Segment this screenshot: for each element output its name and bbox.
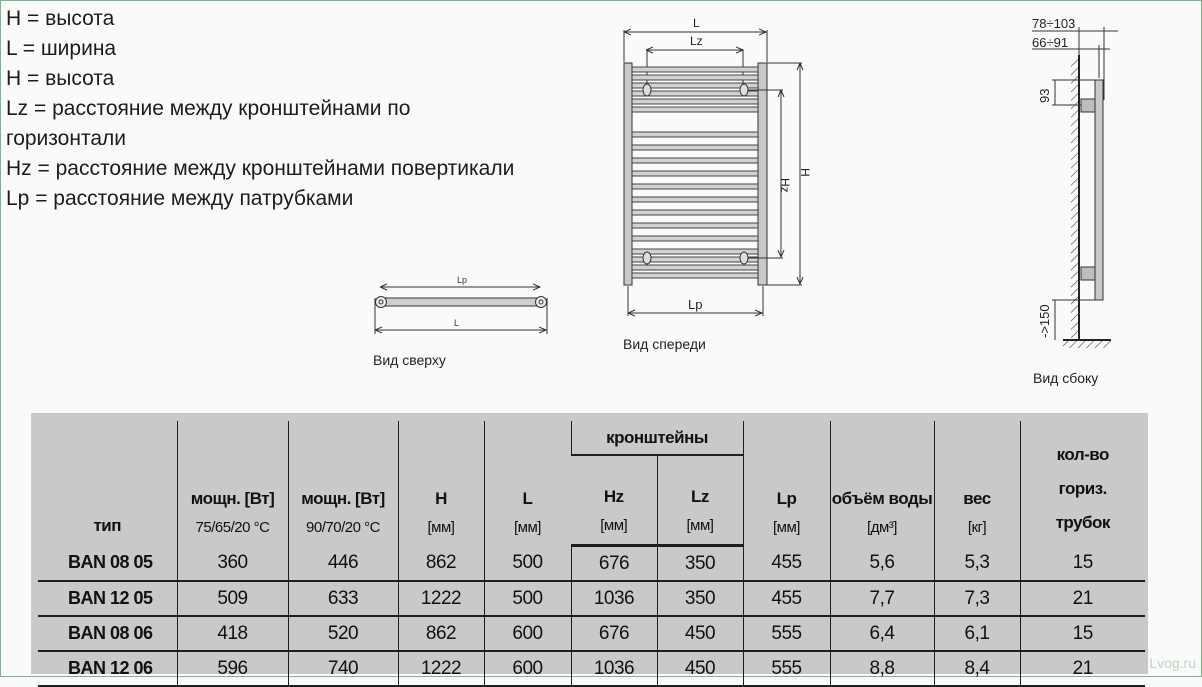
cell-l: 500 [483,581,571,617]
svg-text:Lz: Lz [690,34,703,48]
header-hz: Hz [мм] [571,455,657,547]
cell-lp: 455 [742,545,830,582]
legend: H = высота L = ширина H = высота Lz = ра… [6,4,606,214]
svg-text:Hz: Hz [778,178,792,193]
front-view-diagram: L Lz [623,16,812,316]
cell-h: 862 [397,616,484,652]
cell-lp: 555 [742,616,830,652]
top-view-caption: Вид сверху [373,352,446,368]
cell-power1: 596 [176,651,288,687]
cell-volume: 6,4 [829,616,934,652]
cell-tubes: 15 [1019,545,1145,582]
legend-line-hz: Hz = расстояние между кронштейнами повер… [6,157,515,180]
legend-line-l: L = ширина [6,37,117,60]
svg-text:78÷103: 78÷103 [1032,16,1075,31]
header-h: H [мм] [397,421,484,546]
svg-text:Lp: Lp [688,297,702,312]
top-view-lp-label: Lp [457,275,467,285]
cell-volume: 7,7 [829,581,934,617]
svg-text:L: L [693,16,700,30]
front-view-caption: Вид спереди [623,336,706,352]
svg-text:93: 93 [1037,89,1052,103]
cell-type: BAN 08 06 [38,616,177,652]
svg-text:H: H [798,168,812,177]
cell-weight: 7,3 [933,581,1020,617]
table-row: BAN 12 06 596 740 1222 600 1036 450 555 … [38,651,1145,687]
cell-type: BAN 08 05 [38,545,177,582]
cell-l: 500 [483,545,571,582]
cell-power2: 740 [287,651,398,687]
cell-lz: 350 [656,581,743,617]
cell-lz: 450 [656,651,743,687]
side-view-diagram: 78÷103 66÷91 93 ->150 [1032,16,1118,348]
table-row: BAN 08 06 418 520 862 600 676 450 555 6,… [38,616,1145,652]
legend-line-lp: Lp = расстояние между патрубками [6,187,354,210]
cell-power1: 360 [176,545,288,582]
header-lz: Lz [мм] [656,455,743,547]
cell-hz: 676 [570,545,657,582]
cell-lz: 450 [656,616,743,652]
cell-type: BAN 12 05 [38,581,177,617]
cell-h: 1222 [397,581,484,617]
specs-table-panel: тип мощн. [Вт] 75/65/20 °C мощн. [Вт] 90… [31,413,1148,687]
header-tube-count: кол-во гориз. трубок [1019,421,1145,546]
header-type: тип [93,515,122,535]
cell-tubes: 21 [1019,651,1145,687]
cell-volume: 8,8 [829,651,934,687]
cell-power2: 446 [287,545,398,582]
legend-line-h2: H = высота [6,67,115,90]
cell-hz: 676 [570,616,657,652]
cell-weight: 6,1 [933,616,1020,652]
header-water-volume: объём воды [дм³] [829,421,934,546]
legend-line-h: H = высота [6,7,115,30]
cell-lz: 350 [656,545,743,582]
svg-text:L: L [454,318,459,328]
table-row: BAN 12 05 509 633 1222 500 1036 350 455 … [38,581,1145,617]
header-l: L [мм] [483,421,571,546]
header-power-75: мощн. [Вт] 75/65/20 °C [176,421,288,546]
cell-tubes: 15 [1019,616,1145,652]
cell-power2: 520 [287,616,398,652]
cell-power1: 418 [176,616,288,652]
legend-line-lz: Lz = расстояние между кронштейнами по [6,97,411,120]
cell-lp: 455 [742,581,830,617]
top-view-diagram: Lp L [374,275,548,334]
cell-h: 862 [397,545,484,582]
svg-text:->150: ->150 [1037,304,1052,338]
cell-lp: 555 [742,651,830,687]
cell-h: 1222 [397,651,484,687]
header-weight: вес [кг] [933,421,1020,546]
svg-text:66÷91: 66÷91 [1032,35,1068,50]
side-view-caption: Вид сбоку [1033,370,1099,386]
cell-hz: 1036 [570,581,657,617]
cell-tubes: 21 [1019,581,1145,617]
cell-l: 600 [483,651,571,687]
cell-power1: 509 [176,581,288,617]
legend-line-lz-cont: горизонтали [6,127,127,150]
cell-type: BAN 12 06 [38,651,177,687]
specs-table: тип мощн. [Вт] 75/65/20 °C мощн. [Вт] 90… [38,421,1145,687]
cell-weight: 8,4 [933,651,1020,687]
technical-drawings: Lp L L Lz [374,16,1118,348]
table-row: BAN 08 05 360 446 862 500 676 350 455 5,… [38,545,1145,582]
header-lp: Lp [мм] [742,421,830,546]
cell-volume: 5,6 [829,545,934,582]
cell-power2: 633 [287,581,398,617]
cell-hz: 1036 [570,651,657,687]
header-brackets-group: кронштейны [570,421,743,456]
watermark: Lvog.ru [1149,655,1196,671]
cell-l: 600 [483,616,571,652]
cell-weight: 5,3 [933,545,1020,582]
header-power-90: мощн. [Вт] 90/70/20 °C [287,421,398,546]
